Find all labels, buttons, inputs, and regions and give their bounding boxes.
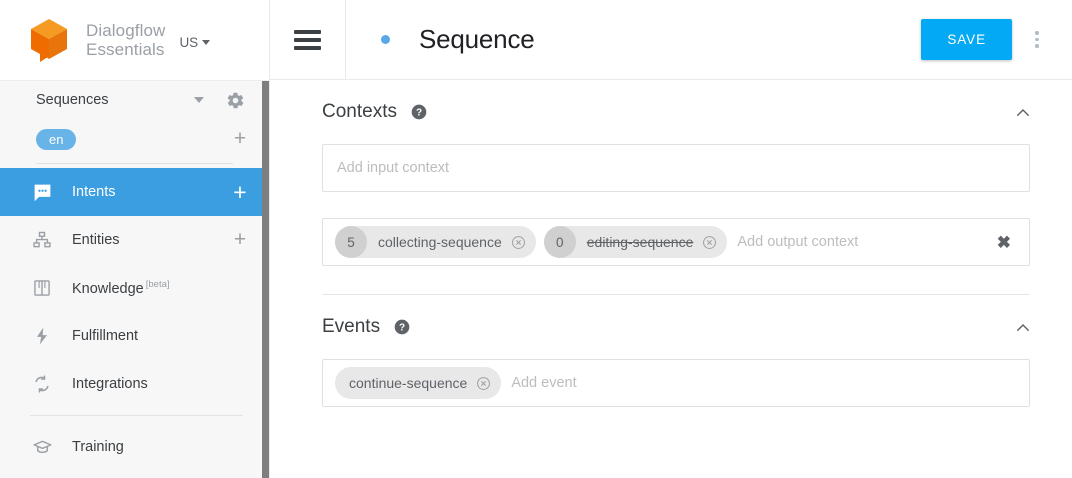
sidebar-item-label: Fulfillment [72, 328, 139, 344]
hamburger-icon [294, 29, 321, 50]
output-context-placeholder: Add output context [737, 234, 859, 250]
sidebar-nav: Intents + Entities + [0, 168, 269, 471]
main-panel: Sequence SAVE Contexts ? [269, 0, 1072, 478]
gear-icon[interactable] [226, 91, 245, 110]
svg-text:?: ? [416, 107, 422, 118]
input-context-placeholder: Add input context [337, 160, 450, 176]
caret-down-icon[interactable] [194, 97, 204, 103]
sidebar-item-fulfillment[interactable]: Fulfillment [0, 312, 269, 360]
caret-down-icon [202, 39, 211, 45]
events-section-header: Events ? [322, 295, 1030, 359]
add-intent-button[interactable]: + [233, 179, 247, 205]
remove-circle-icon[interactable] [511, 235, 526, 250]
dialogflow-cube-logo [26, 16, 72, 64]
events-title: Events [322, 316, 381, 337]
menu-button[interactable] [270, 0, 346, 79]
agent-selector-row[interactable]: Sequences [0, 81, 269, 119]
refresh-icon [30, 372, 54, 396]
sidebar: Dialogflow Essentials US Sequences en + [0, 0, 269, 478]
add-entity-button[interactable]: + [233, 228, 247, 251]
chip-lifespan-badge: 5 [335, 226, 367, 258]
sidebar-item-label: Entities [72, 232, 120, 248]
sidebar-item-label: Integrations [72, 376, 148, 392]
kebab-menu-icon[interactable] [1020, 31, 1054, 48]
help-circle-icon[interactable]: ? [394, 319, 410, 335]
contexts-title: Contexts [322, 101, 397, 122]
sidebar-item-integrations[interactable]: Integrations [0, 360, 269, 408]
bolt-icon [30, 324, 54, 348]
graduation-cap-icon [30, 435, 54, 459]
region-selector[interactable]: US [179, 31, 211, 50]
agent-name: Sequences [36, 92, 109, 108]
speech-bubble-icon [30, 180, 54, 204]
sidebar-item-label: Knowledge[beta] [72, 279, 170, 297]
chip-label: collecting-sequence [378, 234, 502, 250]
sidebar-divider [36, 163, 233, 164]
output-context-field[interactable]: 5 collecting-sequence 0 editing-sequence [322, 218, 1030, 266]
context-chip[interactable]: 0 editing-sequence [543, 226, 728, 258]
sidebar-item-knowledge[interactable]: Knowledge[beta] [0, 264, 269, 312]
chevron-up-icon[interactable] [1014, 104, 1030, 120]
sidebar-nav-divider [30, 415, 243, 416]
chip-label: continue-sequence [349, 375, 468, 391]
status-dot-icon [381, 35, 390, 44]
sidebar-item-entities[interactable]: Entities + [0, 216, 269, 264]
chip-lifespan-badge: 0 [543, 226, 576, 258]
brand-name-line1: Dialogflow [86, 21, 166, 40]
spacer [322, 192, 1030, 218]
brand-name-line2: Essentials [86, 40, 165, 59]
input-context-field[interactable]: Add input context [322, 144, 1030, 192]
sidebar-item-training[interactable]: Training [0, 423, 269, 471]
region-label: US [179, 34, 199, 50]
svg-text:?: ? [399, 322, 405, 333]
remove-circle-icon[interactable] [702, 235, 717, 250]
event-chip[interactable]: continue-sequence [335, 367, 502, 399]
remove-circle-icon[interactable] [476, 376, 491, 391]
beta-badge: [beta] [145, 279, 170, 291]
brand-header[interactable]: Dialogflow Essentials US [0, 0, 269, 81]
sitemap-icon [30, 228, 54, 252]
section-divider [322, 294, 1030, 295]
contexts-section-header: Contexts ? [322, 80, 1030, 144]
content-area: Contexts ? Add input context [270, 80, 1072, 407]
language-pill[interactable]: en [36, 128, 77, 150]
book-icon [30, 276, 54, 300]
save-button[interactable]: SAVE [921, 19, 1012, 60]
add-language-button[interactable]: + [233, 127, 247, 150]
events-placeholder: Add event [511, 375, 577, 391]
clear-contexts-button[interactable]: ✖ [996, 232, 1011, 252]
brand-name: Dialogflow Essentials [86, 21, 165, 59]
sidebar-item-label: Intents [72, 184, 116, 200]
top-bar: Sequence SAVE [270, 0, 1072, 80]
events-field[interactable]: continue-sequence Add event [322, 359, 1030, 407]
language-row: en + [0, 119, 269, 159]
chevron-up-icon[interactable] [1014, 319, 1030, 335]
page-title: Sequence [419, 24, 535, 54]
sidebar-scrollbar[interactable] [262, 81, 269, 478]
sidebar-item-label: Training [72, 439, 124, 455]
help-circle-icon[interactable]: ? [411, 104, 427, 120]
context-chip[interactable]: 5 collecting-sequence [335, 226, 536, 258]
sidebar-item-intents[interactable]: Intents + [0, 168, 269, 216]
chip-label: editing-sequence [586, 234, 694, 250]
